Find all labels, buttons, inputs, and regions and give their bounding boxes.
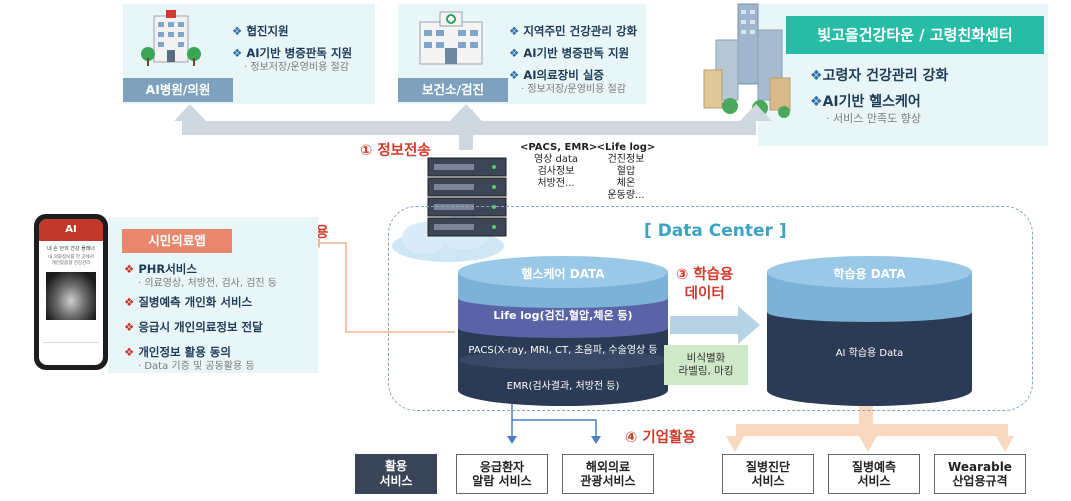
service-line2: 서비스 bbox=[751, 474, 785, 488]
lifelog-block: <Life log> 건진정보 혈압 체온 운동량... bbox=[594, 142, 658, 202]
healthcare-data-cylinder: 헬스케어 DATA Life log(검진,혈압,체온 등) PACS(X-ra… bbox=[458, 256, 668, 406]
healthcenter-item: ❖지역주민 건강관리 강화 bbox=[509, 24, 638, 38]
learning-cyl-body: AI 학습용 Data bbox=[835, 348, 904, 359]
service-line1: 질병예측 bbox=[851, 460, 897, 474]
services-header: 활용 서비스 bbox=[355, 454, 437, 494]
service-line1: Wearable bbox=[948, 460, 1012, 474]
healthcenter-item: ❖AI기반 병증판독 지원 bbox=[509, 46, 630, 60]
services-header-line2: 서비스 bbox=[379, 474, 413, 488]
citizen-app-sub: · 의료영상, 처방전, 검사, 검진 등 bbox=[138, 278, 278, 289]
phone-screen: AI 내 손 안의 건강 플래너 내 의료정보를 한 곳에서 개인맞춤형 건강관… bbox=[39, 219, 103, 365]
pacs-emr-line: 검사정보 bbox=[537, 166, 575, 177]
citizen-app-item: ❖개인정보 활용 동의 bbox=[124, 345, 231, 359]
service-disease-diagnosis: 질병진단 서비스 bbox=[722, 454, 814, 494]
lifelog-line: 체온 bbox=[616, 178, 636, 189]
step3-line1: ③ 학습용 bbox=[676, 267, 734, 283]
citizen-app-item: ❖응급시 개인의료정보 전달 bbox=[124, 320, 263, 334]
pacs-emr-line: 영상 data bbox=[533, 154, 579, 165]
healthcenter-icon bbox=[414, 10, 488, 68]
learning-cyl-title: 학습용 DATA bbox=[833, 267, 906, 281]
town-items: ❖고령자 건강관리 강화 ❖AI기반 헬스케어 · 서비스 만족도 향상 bbox=[810, 66, 948, 125]
pacs-emr-line: 처방전... bbox=[537, 178, 575, 189]
step1-label: ① 정보전송 bbox=[360, 143, 431, 159]
hospital-item: ❖협진지원 bbox=[232, 24, 289, 38]
healthcare-cyl-lifelog: Life log(검진,혈압,체온 등) bbox=[493, 309, 633, 322]
service-line1: 질병진단 bbox=[745, 460, 791, 474]
city-buildings-icon bbox=[700, 0, 796, 120]
step3-label: ③ 학습용 데이터 bbox=[676, 266, 733, 304]
phone-footer bbox=[43, 342, 99, 359]
citizen-app-title: 시민의료앱 bbox=[122, 229, 232, 253]
phone-line: 내 의료정보를 한 곳에서 bbox=[48, 255, 94, 260]
step3-line2: 데이터 bbox=[684, 286, 725, 302]
town-item: ❖고령자 건강관리 강화 bbox=[810, 68, 949, 84]
service-line1: 해외의료 bbox=[585, 460, 631, 474]
citizen-app-items: ❖PHR서비스 · 의료영상, 처방전, 검사, 검진 등 ❖질병예측 개인화 … bbox=[124, 262, 277, 373]
service-emergency-alarm: 응급환자 알람 서비스 bbox=[456, 454, 548, 494]
town-title: 빛고을건강타운 / 고령친화센터 bbox=[786, 16, 1044, 54]
healthcenter-label: 보건소/검진 bbox=[398, 78, 508, 102]
healthcare-cyl-pacs: PACS(X-ray, MRI, CT, 초음파, 수술영상 등 bbox=[468, 345, 658, 356]
services-header-line1: 활용 bbox=[384, 459, 408, 473]
anon-line1: 비식별화 bbox=[686, 352, 726, 364]
citizen-app-item: ❖PHR서비스 bbox=[124, 262, 197, 276]
town-item: ❖AI기반 헬스케어 bbox=[810, 94, 921, 110]
citizen-app-item: ❖질병예측 개인화 서비스 bbox=[124, 295, 253, 309]
learning-data-cylinder: 학습용 DATA AI 학습용 Data bbox=[767, 256, 972, 406]
hospital-icon bbox=[140, 10, 202, 68]
phone-header: AI bbox=[39, 219, 103, 241]
pacs-emr-block: <PACS, EMR> 영상 data 검사정보 처방전... bbox=[520, 142, 598, 190]
lifelog-line: 건진정보 bbox=[607, 154, 645, 165]
hospital-note: · 정보저장/운영비용 절감 bbox=[244, 62, 349, 73]
healthcare-cyl-emr: EMR(검사결과, 처방전 등) bbox=[506, 381, 620, 392]
hospital-items: ❖협진지원 ❖AI기반 병증판독 지원 · 정보저장/운영비용 절감 bbox=[232, 24, 352, 74]
lifelog-line: 운동량... bbox=[607, 190, 645, 201]
service-line2: 서비스 bbox=[857, 474, 891, 488]
healthcenter-item: ❖AI의료장비 실증 bbox=[509, 68, 604, 82]
datacenter-title: [ Data Center ] bbox=[644, 221, 787, 241]
pacs-emr-title: <PACS, EMR> bbox=[520, 142, 598, 153]
phone-line: 개인맞춤형 건강관리 bbox=[51, 261, 91, 266]
phone-brand: AI bbox=[65, 224, 77, 235]
anon-line2: 라벨링, 마킹 bbox=[678, 365, 734, 377]
town-note: · 서비스 만족도 향상 bbox=[826, 112, 921, 125]
anonymization-box: 비식별화 라벨링, 마킹 bbox=[664, 345, 748, 385]
phone-xray-image bbox=[46, 272, 96, 320]
service-wearable: Wearable 산업용규격 bbox=[934, 454, 1026, 494]
citizen-app-sub: · Data 기증 및 공동활용 등 bbox=[138, 361, 255, 372]
hospital-item: ❖AI기반 병증판독 지원 bbox=[232, 46, 353, 60]
healthcenter-note: · 정보저장/운영비용 절감 bbox=[521, 84, 626, 95]
service-medical-tourism: 해외의료 관광서비스 bbox=[562, 454, 654, 494]
lifelog-title: <Life log> bbox=[596, 142, 656, 153]
service-line2: 알람 서비스 bbox=[472, 474, 532, 488]
datacenter-frame bbox=[388, 206, 1033, 411]
phone-title: 내 손 안의 건강 플래너 bbox=[47, 246, 95, 252]
step4-label: ④ 기업활용 bbox=[625, 430, 696, 446]
lifelog-line: 혈압 bbox=[616, 166, 636, 177]
service-line1: 응급환자 bbox=[479, 460, 525, 474]
smartphone-mockup: AI 내 손 안의 건강 플래너 내 의료정보를 한 곳에서 개인맞춤형 건강관… bbox=[34, 214, 108, 370]
service-disease-prediction: 질병예측 서비스 bbox=[828, 454, 920, 494]
service-line2: 산업용규격 bbox=[952, 474, 1008, 488]
hospital-label: AI병원/의원 bbox=[123, 78, 233, 102]
healthcare-cyl-title: 헬스케어 DATA bbox=[521, 267, 605, 281]
healthcenter-items: ❖지역주민 건강관리 강화 ❖AI기반 병증판독 지원 ❖AI의료장비 실증 ·… bbox=[509, 24, 637, 96]
service-line2: 관광서비스 bbox=[580, 474, 636, 488]
server-rack-icon bbox=[424, 156, 510, 242]
